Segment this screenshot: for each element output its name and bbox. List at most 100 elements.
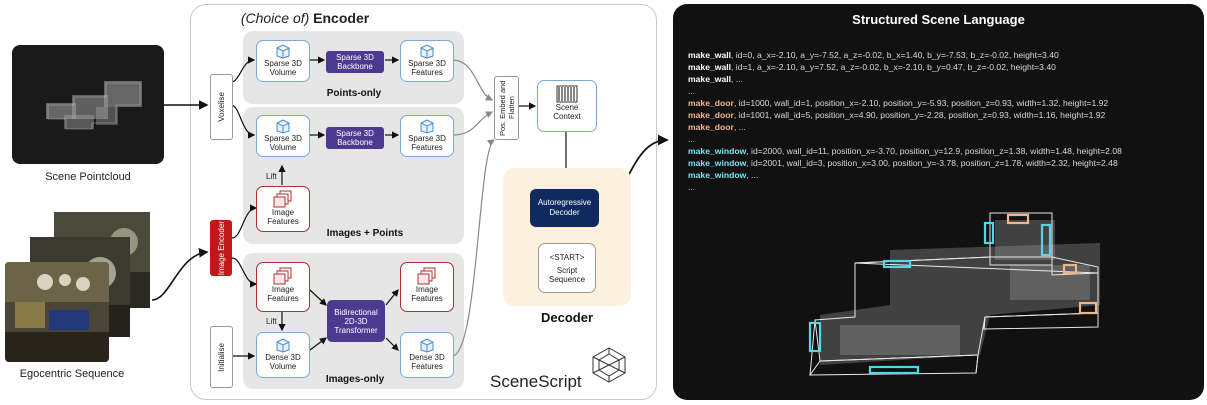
- autoregressive-line1: Autoregressive: [537, 198, 592, 207]
- code-cmd: make_window: [688, 170, 747, 180]
- ip-image-features-line1: Image: [271, 208, 295, 217]
- ip-backbone: Sparse 3D Backbone: [326, 127, 384, 149]
- io-dense-features-line2: Features: [411, 362, 443, 371]
- ip-sparse-features-line2: Features: [411, 143, 443, 152]
- voxelise-label: Voxelise: [217, 92, 226, 122]
- code-args: , id=1, a_x=-2.10, a_y=7.52, a_z=-0.02, …: [731, 62, 1056, 72]
- code-line: ...: [688, 182, 1198, 194]
- scene-context-line1: Scene: [555, 103, 579, 112]
- code-line: make_wall, ...: [688, 74, 1198, 86]
- ip-backbone-line1: Sparse 3D: [336, 129, 374, 138]
- po-backbone-line1: Sparse 3D: [336, 53, 374, 62]
- cube-icon: [420, 338, 434, 353]
- code-cmd: make_door: [688, 98, 734, 108]
- ip-sparse-volume-line2: Volume: [269, 143, 297, 152]
- io-dense-features-line1: Dense 3D: [409, 353, 445, 362]
- ip-sparse-features-line1: Sparse 3D: [408, 134, 446, 143]
- po-backbone-line2: Backbone: [337, 62, 373, 71]
- code-line: make_door, id=1000, wall_id=1, position_…: [688, 98, 1198, 110]
- io-dense-volume-line1: Dense 3D: [265, 353, 301, 362]
- io-dense-volume-line2: Volume: [269, 362, 297, 371]
- io-transformer-line3: Transformer: [334, 325, 378, 335]
- egocentric-frame-1: [5, 262, 109, 362]
- io-dense-volume: Dense 3D Volume: [256, 332, 310, 378]
- code-args: , id=0, a_x=-2.10, a_y=-7.52, a_z=-0.02,…: [731, 50, 1059, 60]
- cube-icon: [420, 44, 434, 59]
- code-line: make_window, id=2001, wall_id=3, positio…: [688, 158, 1198, 170]
- ip-backbone-line2: Backbone: [337, 138, 373, 147]
- tokens-icon: [556, 85, 578, 103]
- encoder-title-italic: (Choice of): [240, 10, 310, 26]
- scenescript-logo-icon: [592, 347, 626, 383]
- script-sequence-line2: Sequence: [548, 274, 586, 284]
- cube-icon: [276, 338, 290, 353]
- code-cmd: make_door: [688, 110, 734, 120]
- encoder-title-bold: Encoder: [313, 10, 370, 26]
- po-sparse-volume: Sparse 3D Volume: [256, 40, 310, 82]
- io-lift-label: Lift: [266, 317, 277, 326]
- image-encoder-block: Image Encoder: [210, 220, 232, 276]
- code-args: , ...: [731, 74, 743, 84]
- io-image-features-out-line2: Features: [411, 294, 443, 303]
- autoregressive-decoder: Autoregressive Decoder: [530, 189, 599, 227]
- code-cmd: make_door: [688, 122, 734, 132]
- image-encoder-label: Image Encoder: [216, 220, 226, 276]
- script-sequence-box: <START> Script Sequence: [538, 243, 596, 293]
- voxelise-block: Voxelise: [210, 74, 233, 140]
- cube-icon: [420, 119, 434, 134]
- io-transformer-line1: Bidirectional: [334, 307, 378, 317]
- code-line: make_window, id=2000, wall_id=11, positi…: [688, 146, 1198, 158]
- code-cmd: make_wall: [688, 50, 731, 60]
- code-cmd: make_window: [688, 146, 747, 156]
- images-points-label: Images + Points: [326, 228, 404, 239]
- cube-icon: [276, 44, 290, 59]
- io-transformer-line2: 2D-3D: [344, 316, 368, 326]
- ip-sparse-volume: Sparse 3D Volume: [256, 115, 310, 157]
- io-transformer: Bidirectional 2D-3D Transformer: [327, 300, 385, 342]
- io-image-features-in: Image Features: [256, 262, 310, 312]
- ip-image-features: Image Features: [256, 186, 310, 232]
- po-sparse-features-line1: Sparse 3D: [408, 59, 446, 68]
- io-image-features-in-line2: Features: [267, 294, 299, 303]
- po-sparse-volume-line1: Sparse 3D: [264, 59, 302, 68]
- io-image-features-in-line1: Image: [271, 285, 295, 294]
- scene-reconstruction-render: [808, 212, 1100, 376]
- io-dense-features: Dense 3D Features: [400, 332, 454, 378]
- pointcloud-image: [12, 45, 164, 164]
- code-args: ...: [688, 182, 696, 192]
- cube-icon: [276, 119, 290, 134]
- code-args: , ...: [746, 170, 759, 180]
- points-only-label: Points-only: [326, 88, 382, 99]
- pointcloud-caption: Scene Pointcloud: [45, 171, 131, 183]
- initialise-block: Initialise: [210, 326, 233, 388]
- pos-embed-label: Pos. Embed and Flatten: [497, 80, 516, 136]
- encoder-title: (Choice of) Encoder: [190, 10, 420, 26]
- image-stack-icon: [273, 267, 292, 285]
- po-sparse-volume-line2: Volume: [269, 68, 297, 77]
- po-sparse-features: Sparse 3D Features: [400, 40, 454, 82]
- code-line: make_wall, id=0, a_x=-2.10, a_y=-7.52, a…: [688, 50, 1198, 62]
- code-args: , id=1000, wall_id=1, position_x=-2.10, …: [733, 98, 1109, 108]
- code-args: , id=2001, wall_id=3, position_x=3.00, p…: [746, 158, 1118, 168]
- start-token: <START>: [549, 252, 585, 262]
- scene-context-box: Scene Context: [537, 80, 597, 132]
- ssl-title: Structured Scene Language: [852, 12, 1025, 27]
- code-cmd: make_wall: [688, 74, 731, 84]
- image-stack-icon: [273, 190, 292, 208]
- decoder-title: Decoder: [540, 310, 594, 325]
- code-line: ...: [688, 86, 1198, 98]
- ip-sparse-volume-line1: Sparse 3D: [264, 134, 302, 143]
- code-cmd: make_window: [688, 158, 747, 168]
- io-image-features-out-line1: Image: [415, 285, 439, 294]
- autoregressive-line2: Decoder: [549, 208, 580, 217]
- code-args: , id=2000, wall_id=11, position_x=-3.70,…: [746, 146, 1122, 156]
- pos-embed-block: Pos. Embed and Flatten: [494, 76, 519, 140]
- code-line: make_window, ...: [688, 170, 1198, 182]
- scene-context-line2: Context: [553, 112, 581, 121]
- io-image-features-out: Image Features: [400, 262, 454, 312]
- po-sparse-features-line2: Features: [411, 68, 443, 77]
- code-args: , ...: [733, 122, 746, 132]
- ip-lift-label: Lift: [266, 172, 277, 181]
- initialise-label: Initialise: [217, 342, 226, 372]
- scenescript-brand: SceneScript: [490, 372, 582, 391]
